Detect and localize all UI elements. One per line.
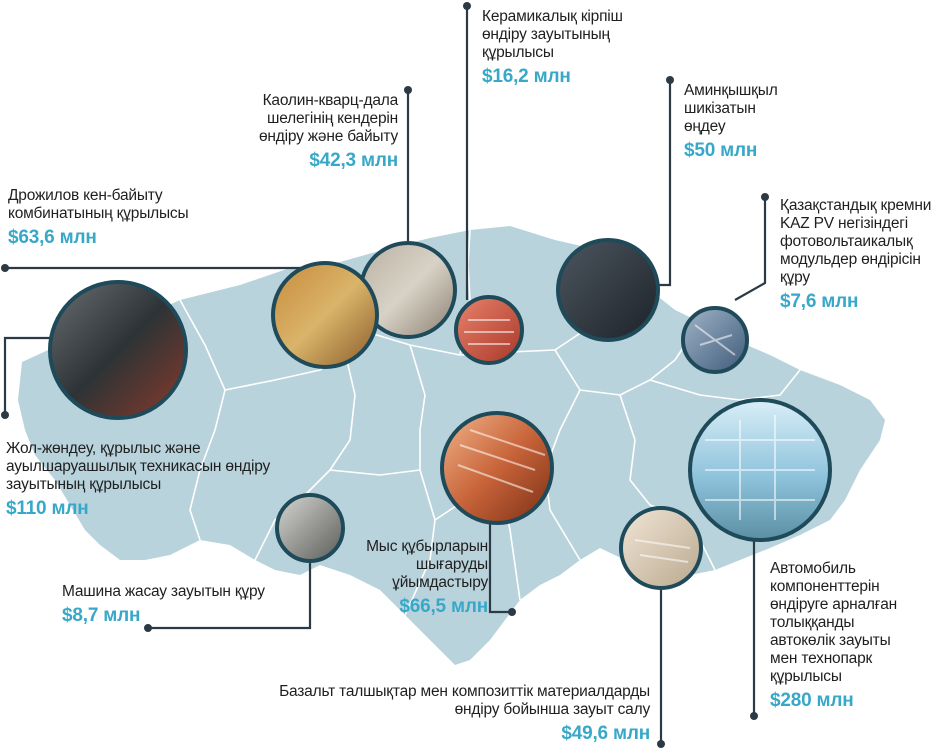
project-title: Мыс құбырларын шығаруды ұйымдастыру [366,538,488,591]
project-amount: $49,6 млн [561,723,650,744]
project-title: Базальт талшықтар мен композиттік матери… [279,683,650,718]
photo-ore-rock [271,261,379,369]
leader-dots [1,2,769,748]
photo-copper-pipes [440,411,554,525]
project-title: Дрожилов кен-байыту комбинатының құрылыс… [8,187,189,222]
project-amount: $280 млн [770,690,854,711]
label-brick-plant: Керамикалық кірпіш өндіру зауытының құры… [482,8,623,86]
project-title: Керамикалық кірпіш өндіру зауытының құры… [482,8,623,61]
project-amount: $7,6 млн [780,291,859,312]
label-machinery-plant: Жол-жөндеу, құрылыс және ауылшаруашылық … [6,440,270,518]
photo-machinery-plant [48,280,188,420]
project-amount: $42,3 млн [309,150,398,171]
label-kaz-pv: Қазақстандық кремни KAZ PV негізіндегі ф… [780,197,931,311]
label-amino-acid: Аминқышқыл шикізатын өңдеу $50 млн [684,82,778,160]
project-title: Каолин-кварц-дала шелегінің кендерін өнд… [258,92,398,145]
photo-basalt-fiber-roll [619,506,703,590]
project-amount: $63,6 млн [8,227,97,248]
project-title: Жол-жөндеу, құрылыс және ауылшаруашылық … [6,440,271,493]
label-kaolin-mining: Каолин-кварц-дала шелегінің кендерін өнд… [259,92,398,170]
project-amount: $16,2 млн [482,66,571,87]
label-drozhilov-plant: Дрожилов кен-байыту комбинатының құрылыс… [8,187,189,248]
label-basalt-fiber: Базальт талшықтар мен композиттік матери… [279,683,650,743]
project-title: Аминқышқыл шикізатын өңдеу [684,82,778,135]
label-copper-pipes: Мыс құбырларын шығаруды ұйымдастыру $66,… [366,538,488,616]
photo-brick-stack [454,295,524,365]
photo-processing-plant [556,238,660,342]
project-amount: $50 млн [684,140,758,161]
project-title: Машина жасау зауытын құру [62,583,265,600]
photo-engine-part [275,493,345,563]
project-amount: $66,5 млн [399,596,488,617]
project-amount: $110 млн [6,498,89,519]
label-auto-plant: Автомобиль компоненттерін өндіруге арнал… [770,560,897,710]
project-title: Қазақстандық кремни KAZ PV негізіндегі ф… [780,197,932,286]
project-title: Автомобиль компоненттерін өндіруге арнал… [770,560,898,685]
label-machine-building: Машина жасау зауытын құру $8,7 млн [62,583,265,625]
project-amount: $8,7 млн [62,605,141,626]
